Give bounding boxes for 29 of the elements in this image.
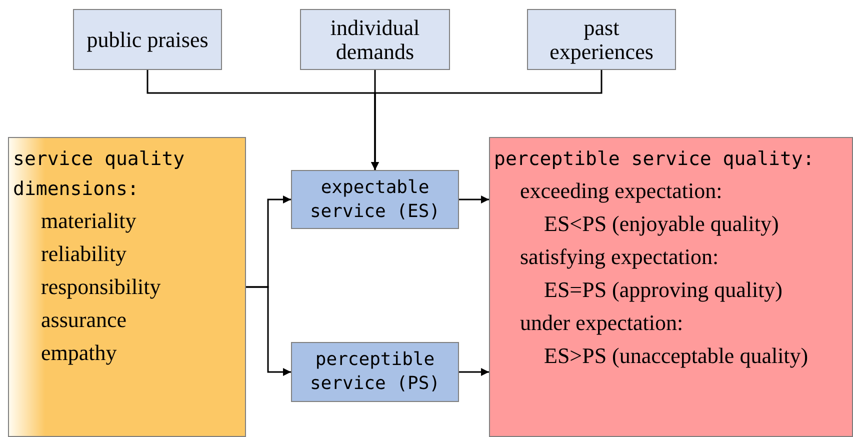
source-box [300,9,450,70]
quality-item: ES<PS (enjoyable quality) [543,210,780,238]
dimension-item: reliability [40,240,128,268]
panel-heading: perceptible service quality: [494,147,816,172]
service-box [291,342,459,402]
quality-item: ES>PS (unacceptable quality) [543,342,810,370]
connector-arrow [459,196,489,204]
quality-panel [489,137,853,437]
dimensions-panel [8,137,246,437]
box-label: public praises [86,28,208,52]
box-label: expectable service (ES) [308,176,442,224]
dimension-item: empathy [40,339,118,367]
quality-item: satisfying expectation: [519,243,720,271]
dimension-item: responsibility [40,273,162,301]
connector-arrow [371,70,602,170]
box-label: past experiences [548,16,654,64]
dimension-item: assurance [40,306,128,334]
box-label: individual demands [329,16,421,64]
source-box [527,9,676,70]
dimension-item: materiality [40,207,138,235]
panel-heading: service quality dimensions: [13,147,186,202]
quality-item: under expectation: [519,309,684,337]
connector-arrow [246,286,291,376]
quality-item: exceeding expectation: [519,177,724,205]
box-label: perceptible service (PS) [308,348,442,396]
quality-item: ES=PS (approving quality) [543,276,784,304]
connector-arrow [459,368,489,376]
source-box [73,9,222,70]
service-box [291,170,459,229]
